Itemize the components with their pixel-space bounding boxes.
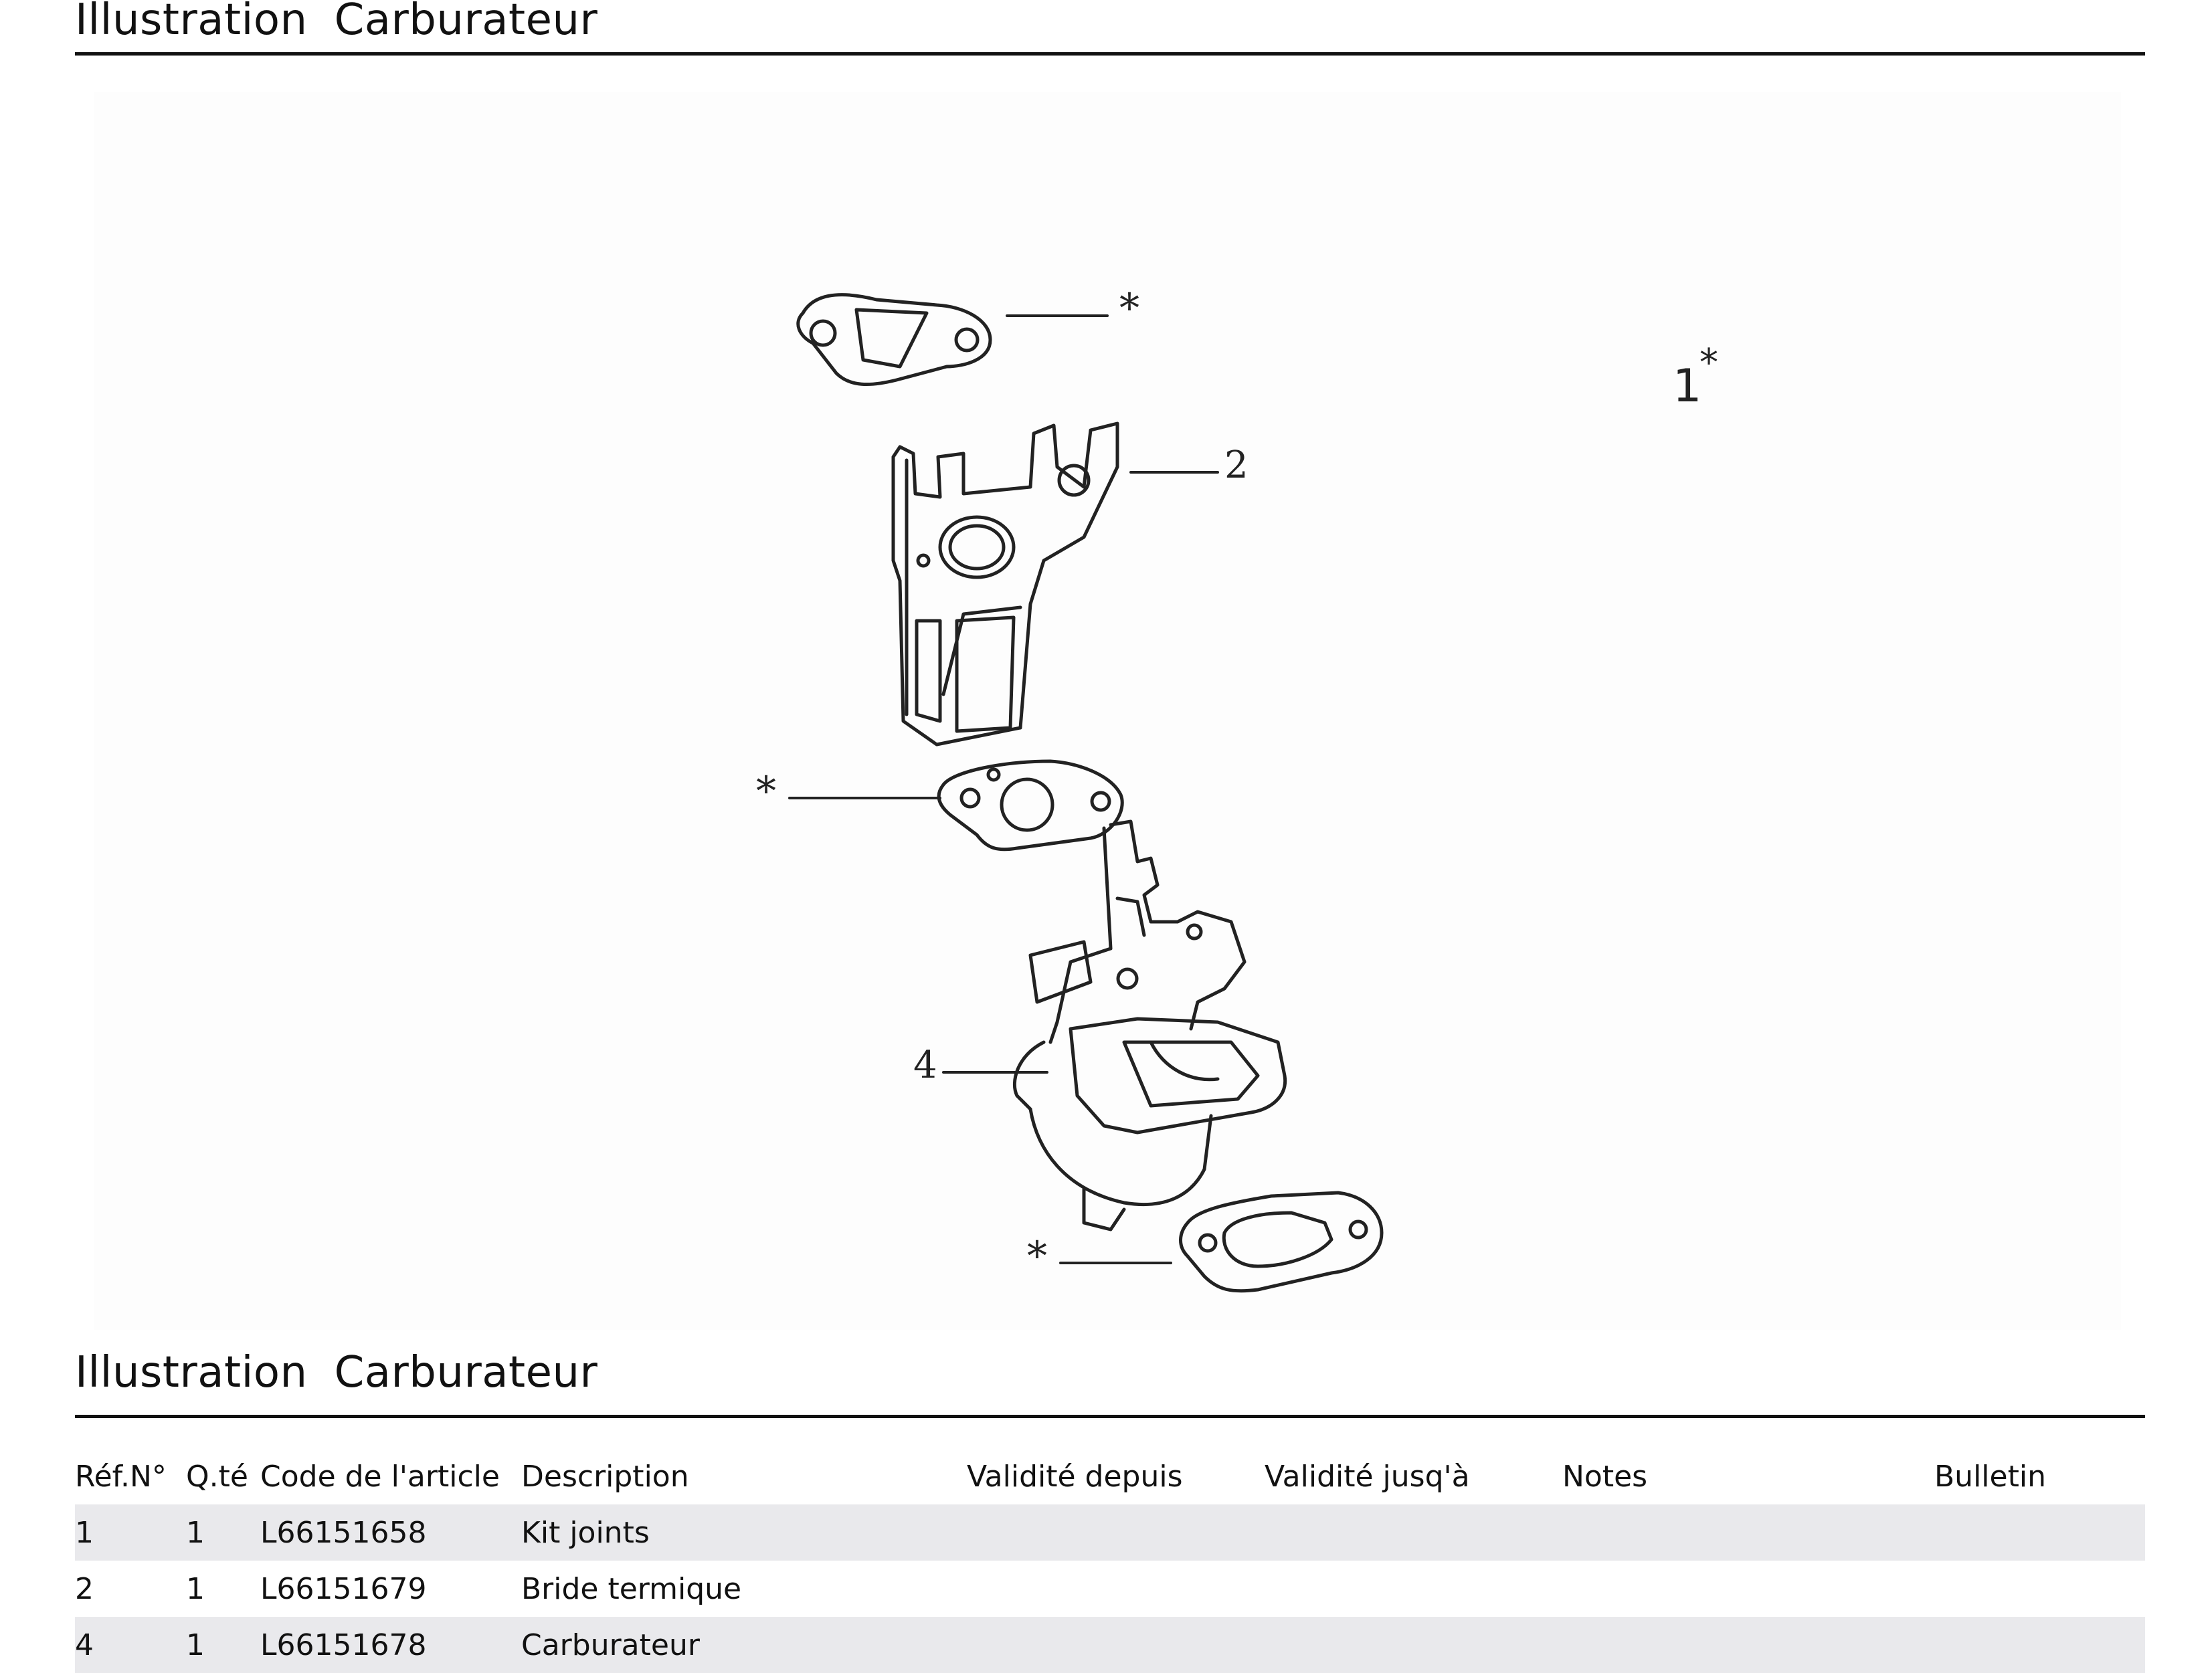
exploded-view-drawing bbox=[788, 293, 1384, 1293]
cell-valid-from bbox=[967, 1561, 1265, 1617]
table-row: 4 1 L66151678 Carburateur bbox=[75, 1617, 2145, 1673]
header-qty: Q.té bbox=[186, 1459, 248, 1494]
cell-ref: 4 bbox=[75, 1617, 186, 1673]
cell-ref: 2 bbox=[75, 1571, 94, 1606]
cell-notes bbox=[1562, 1504, 1934, 1561]
cell-valid-from bbox=[967, 1504, 1265, 1561]
title-word-2: Carburateur bbox=[334, 0, 598, 45]
cell-ref: 1 bbox=[75, 1504, 186, 1561]
carburetor-drawing bbox=[1012, 819, 1287, 1232]
cell-qty: 1 bbox=[186, 1504, 260, 1561]
table-row: 2 1 L66151679 Bride termique bbox=[75, 1561, 2145, 1617]
section-word-1: Illustration bbox=[75, 1348, 308, 1397]
callout-middle-gasket: * bbox=[756, 768, 776, 815]
parts-table: Réf.N° Q.té Code de l'article Descriptio… bbox=[75, 1448, 2145, 1673]
cell-valid-to bbox=[1265, 1561, 1562, 1617]
cell-bulletin bbox=[1934, 1504, 2145, 1561]
callout-kit-ref: 1 bbox=[1673, 360, 1702, 413]
cell-valid-from bbox=[967, 1617, 1265, 1673]
middle-gasket-drawing bbox=[937, 759, 1124, 852]
callout-top-gasket: * bbox=[1119, 285, 1139, 332]
cell-description: Kit joints bbox=[521, 1504, 967, 1561]
cell-valid-to bbox=[1265, 1504, 1562, 1561]
cell-valid-to bbox=[1265, 1617, 1562, 1673]
bracket-drawing bbox=[891, 421, 1119, 747]
page-title: Illustration Carburateur bbox=[75, 0, 2145, 56]
callout-bracket: 2 bbox=[1224, 444, 1249, 487]
cell-bulletin bbox=[1934, 1561, 2145, 1617]
callout-bottom-gasket: * bbox=[1027, 1233, 1047, 1280]
section-word-2: Carburateur bbox=[334, 1348, 598, 1397]
cell-description: Bride termique bbox=[521, 1571, 742, 1606]
header-notes: Notes bbox=[1562, 1459, 1648, 1494]
header-description: Description bbox=[521, 1459, 689, 1494]
cell-description: Carburateur bbox=[521, 1617, 967, 1673]
table-row: 1 1 L66151658 Kit joints bbox=[75, 1504, 2145, 1561]
cell-bulletin bbox=[1934, 1617, 2145, 1673]
cell-code: L66151678 bbox=[260, 1617, 521, 1673]
section-title: Illustration Carburateur bbox=[75, 1346, 2145, 1418]
bottom-gasket-drawing bbox=[1179, 1191, 1384, 1293]
callout-kit-star: * bbox=[1699, 341, 1718, 385]
cell-notes bbox=[1562, 1561, 1934, 1617]
cell-notes bbox=[1562, 1617, 1934, 1673]
header-valid-to: Validité jusq'à bbox=[1265, 1459, 1470, 1494]
cell-code: L66151679 bbox=[260, 1571, 427, 1606]
header-ref: Réf.N° bbox=[75, 1459, 167, 1494]
top-gasket-drawing bbox=[796, 293, 992, 387]
header-code: Code de l'article bbox=[260, 1459, 500, 1494]
header-bulletin: Bulletin bbox=[1934, 1459, 2046, 1494]
header-valid-from: Validité depuis bbox=[967, 1459, 1183, 1494]
parts-illustration: * 1 * 2 * 4 * bbox=[94, 92, 2121, 1330]
cell-qty: 1 bbox=[186, 1617, 260, 1673]
cell-code: L66151658 bbox=[260, 1504, 521, 1561]
title-word-1: Illustration bbox=[75, 0, 308, 45]
table-header-row: Réf.N° Q.té Code de l'article Descriptio… bbox=[75, 1448, 2145, 1504]
callout-carburetor: 4 bbox=[913, 1044, 937, 1087]
cell-qty: 1 bbox=[186, 1571, 205, 1606]
